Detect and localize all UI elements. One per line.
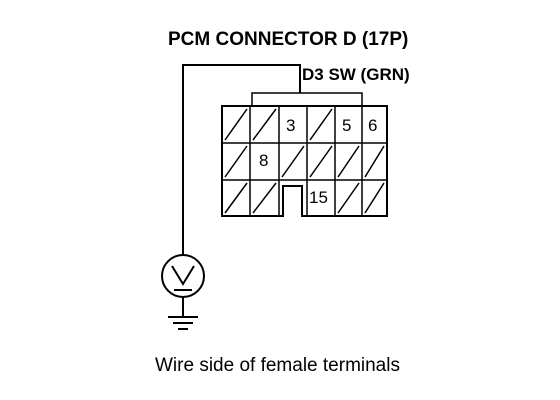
pin-3-label: 3: [286, 116, 295, 135]
connector-body: 3 5 6 8 15: [221, 92, 388, 218]
probe-wire: [182, 64, 301, 255]
pin-15-label: 15: [309, 188, 328, 207]
diagram-caption: Wire side of female terminals: [155, 355, 400, 376]
ground-icon: [168, 297, 198, 330]
pin-5-label: 5: [342, 116, 351, 135]
terminal-label: D3 SW (GRN): [302, 65, 410, 84]
voltmeter-icon: [161, 254, 205, 298]
connector-title: PCM CONNECTOR D (17P): [168, 29, 408, 50]
pin-8-label: 8: [259, 151, 268, 170]
pin-6-label: 6: [368, 116, 377, 135]
